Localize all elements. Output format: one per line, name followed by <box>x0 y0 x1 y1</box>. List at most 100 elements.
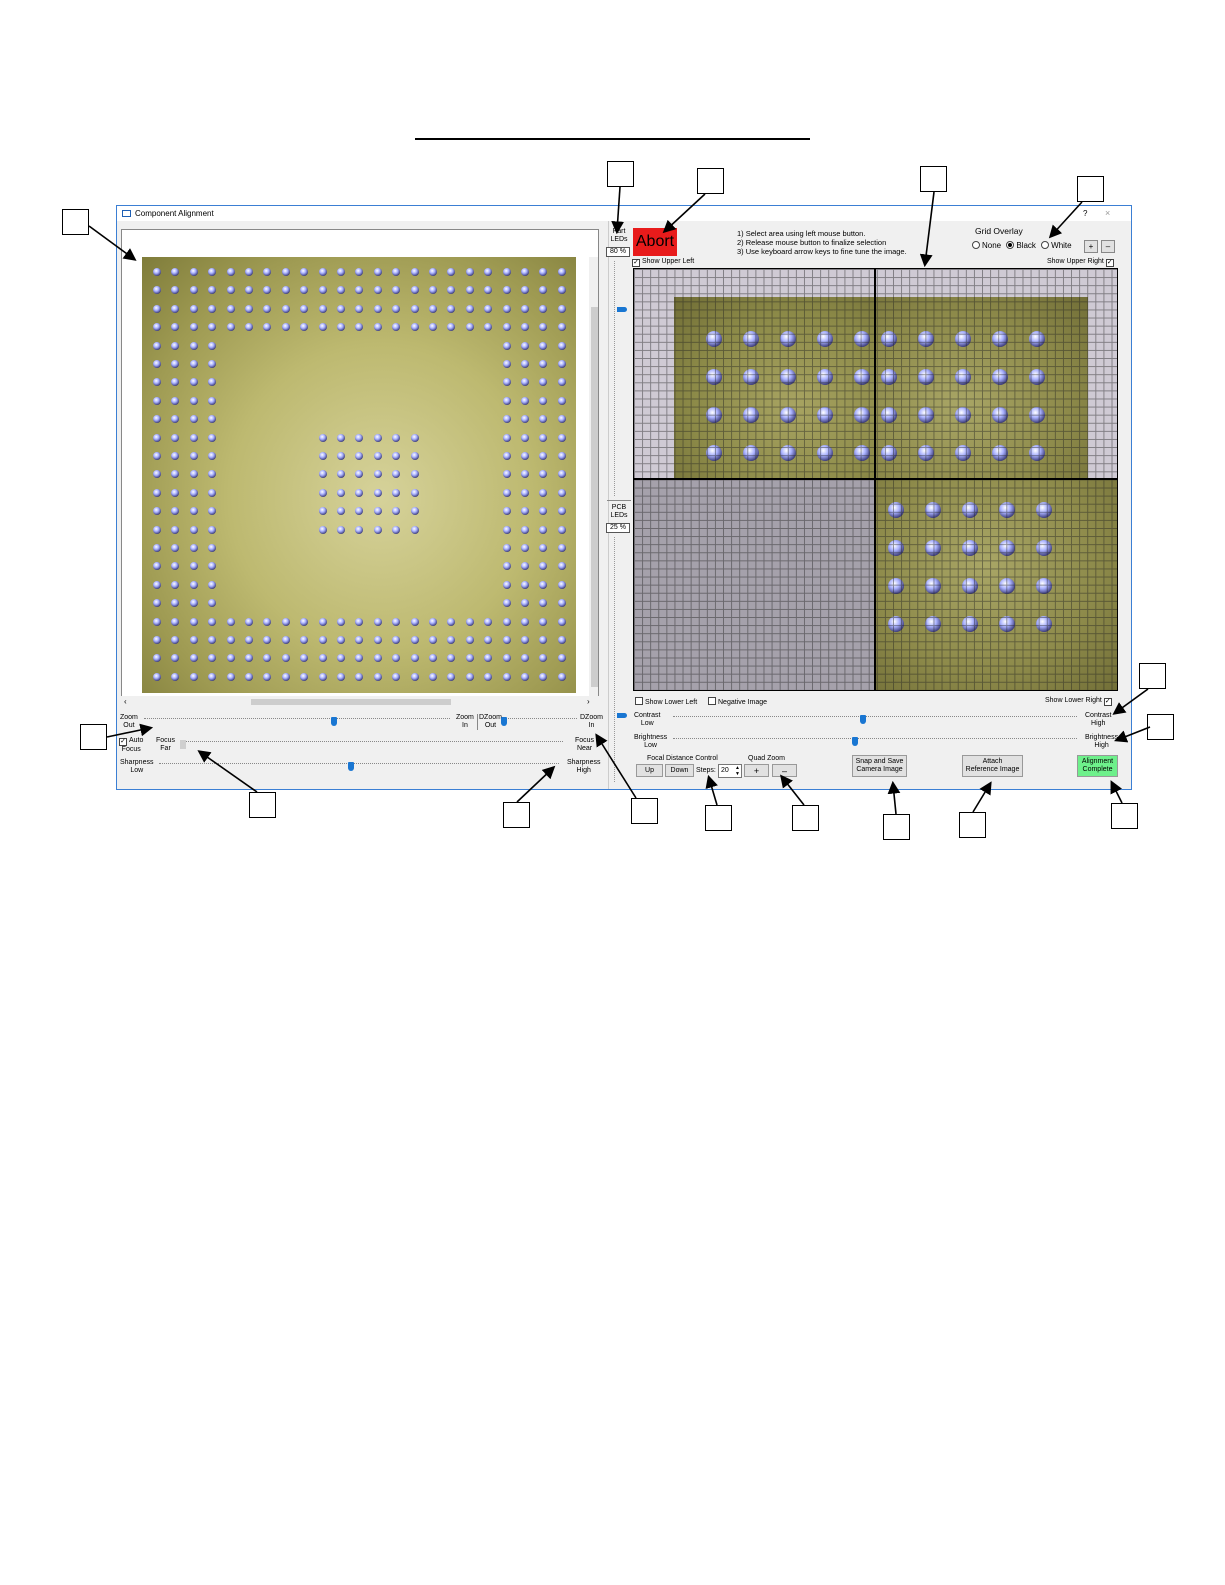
show-upper-right-checkbox[interactable]: Show Upper Right ✓ <box>1047 258 1114 267</box>
solder-pad <box>355 304 364 313</box>
solder-pad <box>881 331 897 347</box>
callout-box <box>883 814 910 840</box>
solder-pad <box>208 470 217 479</box>
solder-pad <box>245 286 253 295</box>
help-icon[interactable]: ? <box>1083 209 1088 218</box>
solder-pad <box>318 286 327 295</box>
solder-pad <box>189 433 198 442</box>
solder-pad <box>743 331 759 347</box>
solder-pad <box>854 407 870 423</box>
solder-pad <box>1029 369 1045 385</box>
pcb-leds-slider[interactable] <box>614 537 616 782</box>
focal-distance-title: Focal Distance Control <box>647 755 718 762</box>
part-leds-slider-thumb[interactable] <box>617 307 627 312</box>
solder-pad <box>171 341 180 350</box>
solder-pad <box>484 636 493 644</box>
solder-pad <box>410 304 419 313</box>
focus-slider[interactable] <box>183 737 563 742</box>
callout-box <box>792 805 819 831</box>
solder-pad <box>502 304 511 313</box>
solder-pad <box>171 488 180 497</box>
close-icon[interactable]: × <box>1105 208 1111 218</box>
focal-down-button[interactable]: Down <box>665 764 694 777</box>
solder-pad <box>373 433 382 442</box>
solder-pad <box>208 396 217 405</box>
solder-pad <box>465 636 474 644</box>
solder-pad <box>447 268 456 276</box>
solder-pad <box>189 396 198 405</box>
grid-white-radio[interactable]: White <box>1041 241 1072 250</box>
focus-slider-thumb[interactable] <box>180 740 186 749</box>
solder-pad <box>539 525 548 534</box>
camera-view[interactable] <box>121 229 599 701</box>
camera-vertical-scrollbar[interactable] <box>589 257 598 700</box>
quad-zoom-plus-button[interactable]: + <box>744 764 769 777</box>
sharpness-slider-thumb[interactable] <box>348 762 354 771</box>
solder-pad <box>521 544 529 552</box>
solder-pad <box>539 672 548 681</box>
solder-pad <box>226 268 235 276</box>
solder-pad <box>263 617 272 626</box>
solder-pad <box>539 286 548 295</box>
solder-pad <box>373 268 382 276</box>
scroll-right-icon[interactable]: › <box>587 697 590 706</box>
brightness-slider-thumb[interactable] <box>851 737 858 746</box>
abort-button[interactable]: Abort <box>633 228 677 256</box>
zoom-slider-thumb[interactable] <box>330 717 337 726</box>
solder-pad <box>962 578 978 594</box>
part-leds-value: 80 % <box>606 247 630 257</box>
grid-plus-button[interactable]: + <box>1084 240 1098 253</box>
solder-pad <box>780 407 796 423</box>
solder-pad <box>300 286 309 295</box>
solder-pad <box>465 286 474 295</box>
solder-pad <box>373 304 382 313</box>
pcb-leds-slider-thumb[interactable] <box>617 713 627 718</box>
camera-horizontal-scrollbar[interactable]: ‹ › <box>121 696 599 708</box>
grid-none-radio[interactable]: None <box>972 241 1001 250</box>
quad-zoom-minus-button[interactable]: – <box>772 764 797 777</box>
solder-pad <box>355 452 364 460</box>
solder-pad <box>521 304 529 313</box>
solder-pad <box>208 360 217 368</box>
dzoom-slider-thumb[interactable] <box>501 717 508 726</box>
solder-pad <box>429 636 437 644</box>
dzoom-slider[interactable] <box>503 714 577 719</box>
part-leds-slider[interactable] <box>614 261 616 496</box>
quad-zoom-view[interactable] <box>633 268 1118 691</box>
negative-image-checkbox[interactable]: Negative Image <box>708 697 767 707</box>
solder-pad <box>208 672 217 681</box>
solder-pad <box>337 268 345 276</box>
solder-pad <box>189 488 198 497</box>
solder-pad <box>502 360 511 368</box>
zoom-slider[interactable] <box>144 714 450 719</box>
focal-up-button[interactable]: Up <box>636 764 663 777</box>
show-lower-right-checkbox[interactable]: Show Lower Right ✓ <box>1045 697 1112 706</box>
solder-pad <box>447 304 456 313</box>
solder-pad <box>226 636 235 644</box>
solder-pad <box>918 445 934 461</box>
solder-pad <box>153 488 161 497</box>
show-upper-left-checkbox[interactable]: ✓Show Upper Left <box>632 258 695 267</box>
scroll-left-icon[interactable]: ‹ <box>124 697 127 706</box>
title-bar: Component Alignment ? × <box>117 206 1131 221</box>
contrast-slider-thumb[interactable] <box>859 715 866 724</box>
solder-pad <box>992 369 1008 385</box>
solder-pad <box>392 323 401 332</box>
show-lower-left-checkbox[interactable]: Show Lower Left <box>635 697 697 707</box>
grid-minus-button[interactable]: – <box>1101 240 1115 253</box>
solder-pad <box>153 268 161 276</box>
brightness-slider[interactable] <box>673 734 1077 739</box>
auto-focus-check-icon[interactable]: ✓ <box>119 738 127 746</box>
stepper-arrows-icon[interactable]: ▲▼ <box>735 765 740 777</box>
sharpness-slider[interactable] <box>159 759 559 764</box>
solder-pad <box>226 617 235 626</box>
solder-pad <box>557 415 566 424</box>
grid-black-radio[interactable]: Black <box>1006 241 1036 250</box>
contrast-slider[interactable] <box>673 712 1077 717</box>
steps-stepper[interactable]: 20▲▼ <box>718 764 742 778</box>
